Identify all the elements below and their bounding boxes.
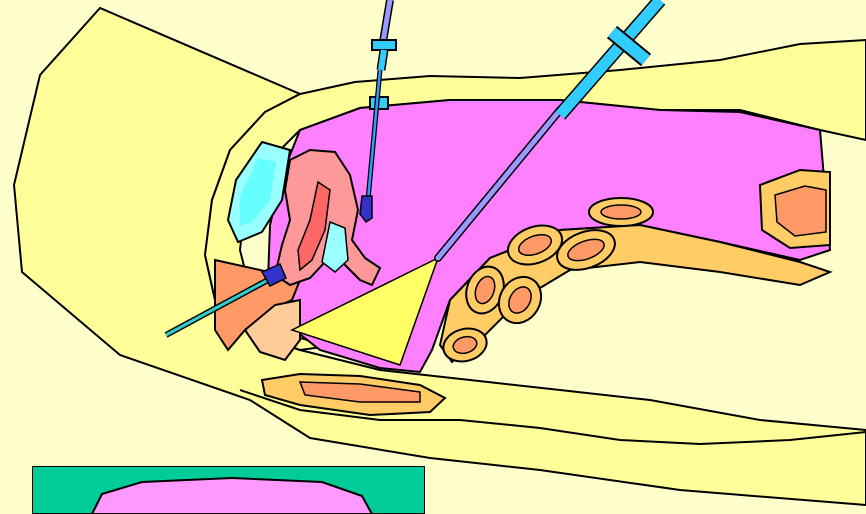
- grasper-collar: [372, 40, 396, 50]
- grasper-body-fill: [381, 50, 384, 70]
- bowel-loop-lumen: [601, 205, 641, 219]
- inset-frame: [32, 466, 425, 514]
- grasper-shaft-fill: [383, 0, 390, 42]
- camera-view-inset: [32, 466, 425, 514]
